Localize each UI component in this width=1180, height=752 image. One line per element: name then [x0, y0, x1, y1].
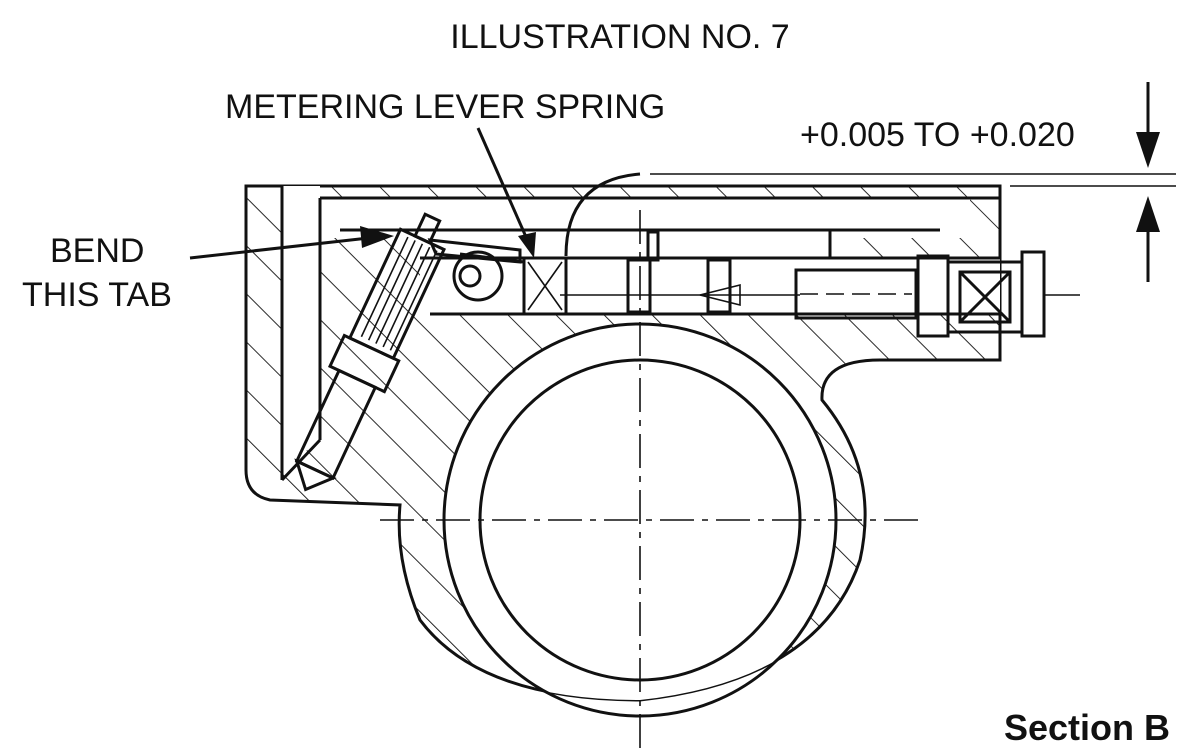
port-features — [626, 230, 732, 314]
metering-lever-spring-label: METERING LEVER SPRING — [225, 88, 665, 126]
inlet-needle — [294, 212, 447, 492]
feed-line — [564, 172, 641, 257]
tolerance-dimension — [650, 82, 1176, 282]
diagram-title: ILLUSTRATION NO. 7 — [450, 18, 789, 56]
section-label: Section B — [1004, 707, 1170, 748]
metering-lever — [427, 238, 525, 302]
needle-valve-assembly — [560, 250, 1080, 338]
housing-body — [244, 184, 1002, 718]
tolerance-label: +0.005 TO +0.020 — [800, 116, 1075, 154]
metering-spring-leader — [476, 127, 536, 258]
metering-lever-spring — [522, 256, 568, 316]
bend-tab-label-line2: THIS TAB — [22, 276, 172, 314]
bend-tab-leader — [189, 226, 394, 260]
bend-tab-label-line1: BEND — [50, 232, 144, 270]
center-lines — [380, 210, 920, 748]
